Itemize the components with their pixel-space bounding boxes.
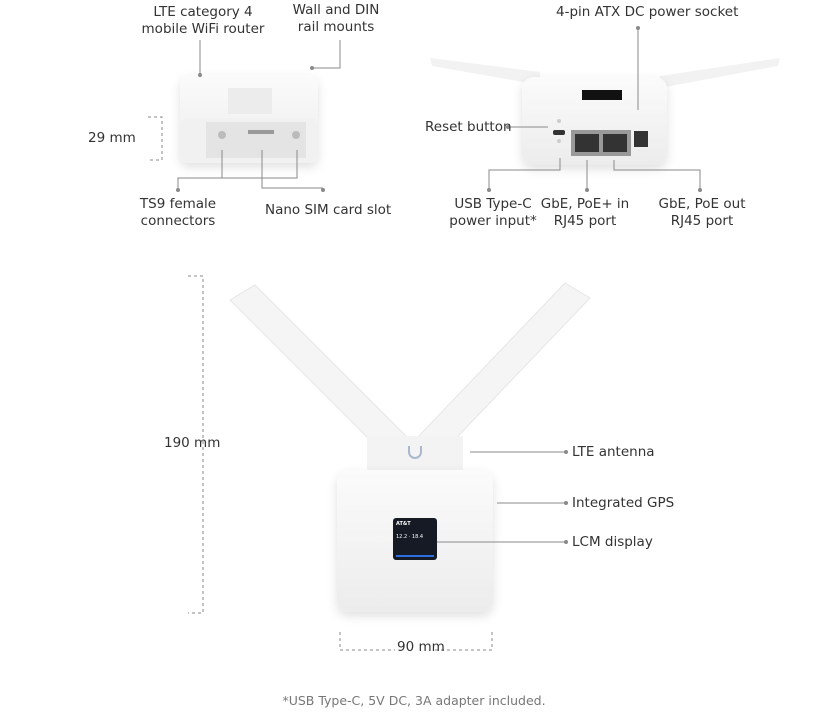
label-width: 90 mm <box>397 639 445 655</box>
label-power-socket: 4-pin ATX DC power socket <box>556 4 739 20</box>
router-front-view <box>180 75 318 163</box>
leader-lines <box>148 28 701 651</box>
lcm-carrier: AT&T <box>396 521 411 527</box>
router-main-view <box>229 282 591 612</box>
label-height-large: 190 mm <box>164 435 221 451</box>
lcm-display-screen: AT&T 12.2 · 18.4 <box>393 518 437 560</box>
lcm-up: 18.4 <box>411 534 424 540</box>
label-gps: Integrated GPS <box>572 495 675 511</box>
footnote: *USB Type-C, 5V DC, 3A adapter included. <box>282 693 546 708</box>
label-lcm: LCM display <box>572 534 653 550</box>
label-height-small: 29 mm <box>88 130 136 146</box>
lcm-down: 12.2 <box>396 534 408 540</box>
label-lte-antenna: LTE antenna <box>572 444 655 460</box>
router-rear-view <box>430 58 780 165</box>
label-reset: Reset button <box>425 119 512 135</box>
lcm-bar <box>396 555 434 557</box>
label-sim: Nano SIM card slot <box>265 202 392 218</box>
